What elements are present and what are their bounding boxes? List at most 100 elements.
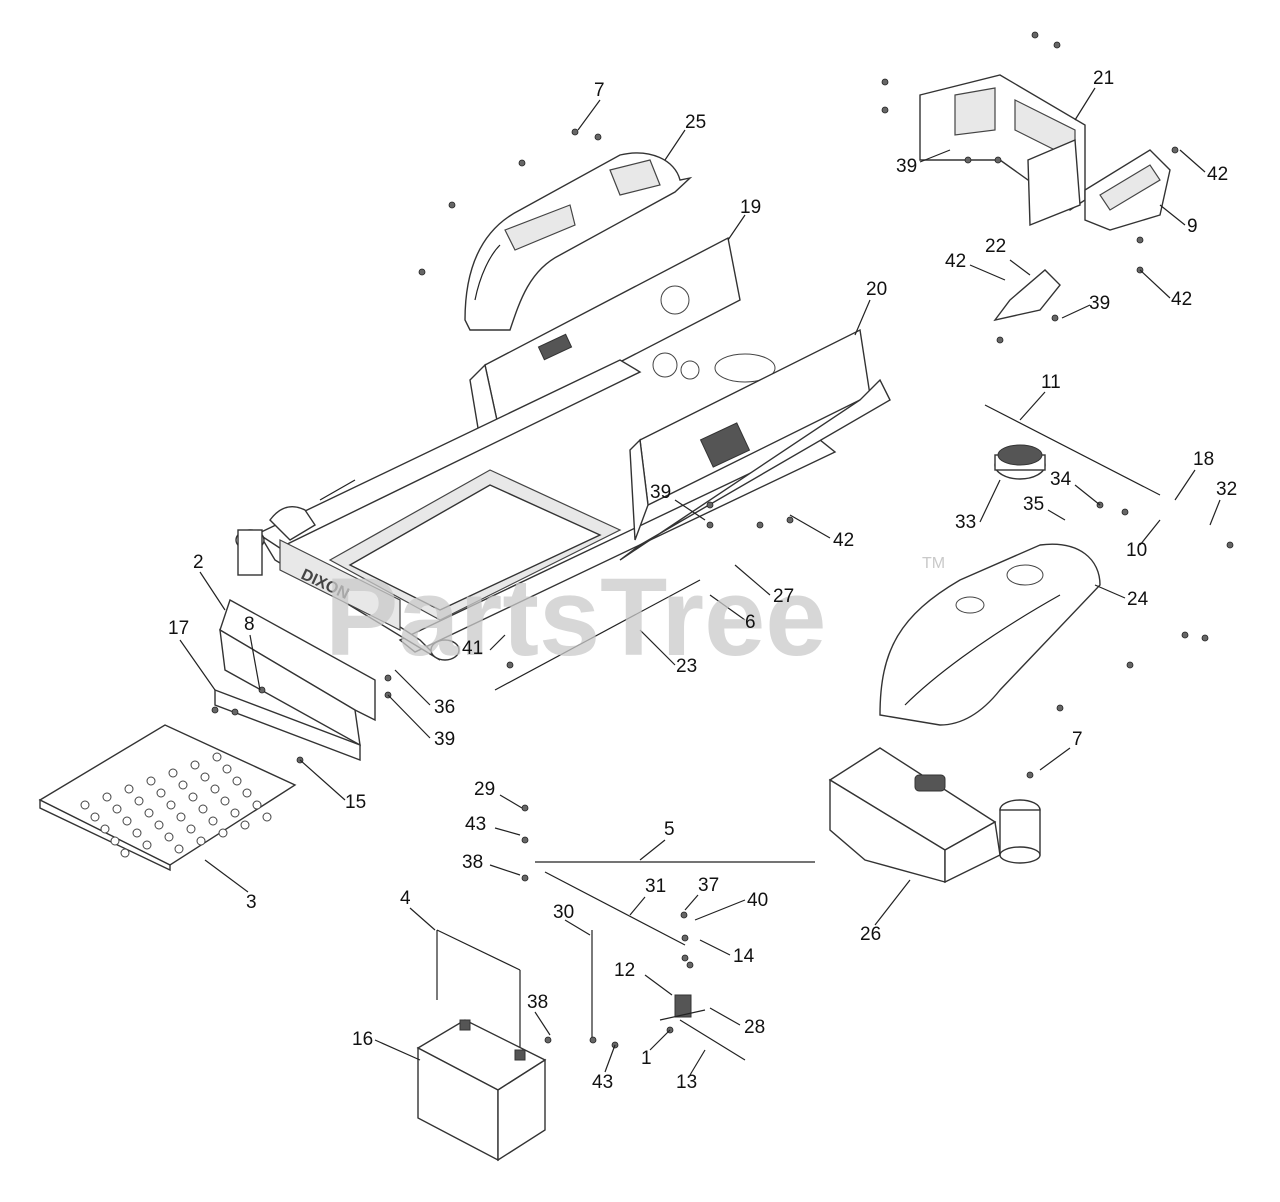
leader-line	[494, 827, 521, 836]
footplate-hole	[242, 788, 252, 798]
callout-32: 32	[1216, 479, 1237, 500]
footplate-hole	[124, 784, 134, 794]
leader-line	[1159, 204, 1186, 226]
bolt	[680, 911, 688, 919]
bolt	[211, 706, 219, 714]
bolt	[521, 804, 529, 812]
footplate-hole	[154, 820, 164, 830]
engine-shroud	[919, 74, 1086, 227]
footplate-hole	[100, 824, 110, 834]
footplate-hole	[166, 800, 176, 810]
callout-20: 20	[866, 279, 887, 300]
watermark-trademark: TM	[922, 555, 945, 572]
footplate-hole	[146, 776, 156, 786]
callout-36: 36	[434, 697, 455, 718]
leader-line	[639, 839, 666, 861]
footplate-hole	[212, 752, 222, 762]
callout-42: 42	[945, 251, 966, 272]
bolt	[964, 156, 972, 164]
bolt	[786, 516, 794, 524]
leader-line	[604, 1044, 616, 1073]
bolt	[1031, 31, 1039, 39]
leader-line	[629, 896, 646, 916]
bolt	[594, 133, 602, 141]
foot-plate	[38, 724, 297, 872]
leader-line	[1009, 259, 1031, 276]
main-frame: DIXON	[235, 236, 891, 661]
callout-5: 5	[664, 819, 675, 840]
leader-line	[1061, 304, 1091, 319]
footplate-hole	[122, 816, 132, 826]
bolt	[1171, 146, 1179, 154]
callout-24: 24	[1127, 589, 1149, 610]
bolt	[506, 661, 514, 669]
callout-42: 42	[1207, 164, 1228, 185]
callout-29: 29	[474, 779, 495, 800]
fuel-tank	[828, 747, 1041, 884]
callout-43: 43	[592, 1072, 613, 1093]
callout-11: 11	[1041, 372, 1061, 393]
callout-37: 37	[698, 875, 719, 896]
callout-38: 38	[527, 992, 548, 1013]
callout-13: 13	[676, 1072, 697, 1093]
bolt	[706, 501, 714, 509]
leader-line	[664, 129, 686, 161]
switch-assembly	[659, 994, 706, 1021]
leader-line	[979, 479, 1001, 523]
heat-shield	[1084, 149, 1171, 231]
leader-line	[969, 264, 1006, 281]
leader-line	[1209, 499, 1221, 526]
bolt	[258, 686, 266, 694]
leader-lines	[179, 87, 1221, 1076]
leader-line	[1094, 584, 1126, 599]
leader-line	[577, 99, 601, 131]
bolt	[994, 156, 1002, 164]
footplate-hole	[198, 804, 208, 814]
footplate-hole	[80, 800, 90, 810]
bolt	[1181, 631, 1189, 639]
callout-12: 12	[614, 960, 635, 981]
footplate-hole	[142, 840, 152, 850]
left-fender-cover	[464, 152, 693, 331]
callout-27: 27	[773, 586, 794, 607]
bolt	[1126, 661, 1134, 669]
callout-3: 3	[246, 892, 257, 913]
callout-39: 39	[1089, 293, 1110, 314]
bolt	[571, 128, 579, 136]
leader-line	[694, 899, 746, 921]
callout-6: 6	[745, 612, 756, 633]
leader-line	[699, 939, 731, 956]
bolt	[521, 836, 529, 844]
footplate-hole	[90, 812, 100, 822]
callout-43: 43	[465, 814, 486, 835]
footplate-hole	[132, 828, 142, 838]
footplate-hole	[168, 768, 178, 778]
footplate-hole	[178, 780, 188, 790]
footplate-hole	[222, 764, 232, 774]
footplate-hole	[112, 804, 122, 814]
footplate-hole	[220, 796, 230, 806]
callout-16: 16	[352, 1029, 373, 1050]
bolt	[521, 874, 529, 882]
bolt	[881, 106, 889, 114]
bolt	[518, 159, 526, 167]
bolt	[686, 961, 694, 969]
leader-line	[674, 499, 706, 521]
right-fender-cover	[879, 543, 1101, 726]
footplate-hole	[262, 812, 272, 822]
fuel-cap	[994, 444, 1046, 480]
leader-line	[199, 571, 226, 611]
callout-2: 2	[193, 552, 204, 573]
leader-line	[204, 859, 249, 893]
callout-18: 18	[1193, 449, 1214, 470]
footplate-hole	[232, 776, 242, 786]
leader-line	[639, 629, 676, 666]
bolt	[681, 934, 689, 942]
callout-31: 31	[645, 876, 666, 897]
callout-15: 15	[345, 792, 366, 813]
leader-line	[709, 1007, 741, 1026]
leader-line	[489, 634, 506, 651]
bolt	[881, 78, 889, 86]
footplate-hole	[200, 772, 210, 782]
